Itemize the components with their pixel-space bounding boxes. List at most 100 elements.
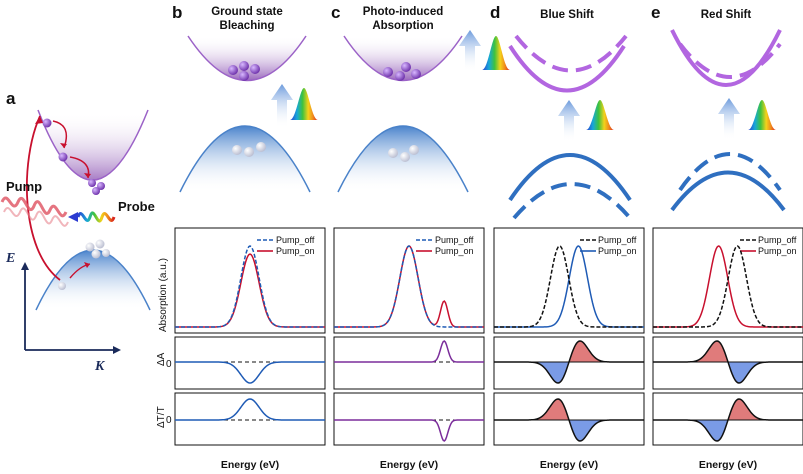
panel-e-schematic bbox=[670, 29, 786, 212]
pump-arrow bbox=[25, 115, 61, 281]
legend-e: Pump_off Pump_on bbox=[740, 235, 797, 256]
hole-c2 bbox=[400, 152, 410, 162]
probe-wave bbox=[76, 211, 116, 223]
dtt-d-neg-fill bbox=[494, 420, 644, 441]
electron-c2 bbox=[395, 71, 405, 81]
hole-a2 bbox=[95, 239, 105, 249]
svg-text:Pump_off: Pump_off bbox=[598, 235, 637, 245]
abs-d-pump-on bbox=[494, 245, 644, 328]
dtt-b-curve bbox=[175, 398, 325, 421]
y-label-zero-a: 0 bbox=[166, 359, 172, 370]
da-d-curve bbox=[494, 340, 644, 384]
electron-c4 bbox=[411, 69, 421, 79]
panel-d-schematic bbox=[508, 34, 632, 220]
y-label-delta-a: ΔA bbox=[156, 352, 167, 366]
hole-a4 bbox=[102, 249, 110, 257]
spectrum-e bbox=[748, 100, 776, 130]
da-b-curve bbox=[175, 361, 325, 384]
abs-d-pump-off bbox=[494, 245, 644, 328]
electron-a1 bbox=[42, 118, 52, 128]
vb-e-dashed bbox=[678, 152, 782, 192]
y-label-zero-tt: 0 bbox=[166, 415, 172, 426]
panel-label-b: b bbox=[172, 3, 182, 22]
spectrum-b bbox=[290, 88, 318, 120]
da-c-curve bbox=[334, 340, 484, 363]
x-label-c: Energy (eV) bbox=[380, 459, 438, 471]
panel-c-schematic bbox=[337, 30, 510, 193]
electron-b3 bbox=[250, 64, 260, 74]
valence-band-b bbox=[179, 125, 311, 193]
x-label-b: Energy (eV) bbox=[221, 459, 279, 471]
da-d-neg-fill bbox=[494, 362, 644, 383]
y-label-delta-tt: ΔT/T bbox=[156, 406, 167, 428]
electron-c1 bbox=[383, 67, 393, 77]
hole-a3 bbox=[91, 249, 101, 259]
spectrum-d bbox=[586, 100, 614, 130]
panel-label-a: a bbox=[6, 89, 16, 108]
da-e-pos-fill bbox=[653, 341, 803, 362]
x-label-e: Energy (eV) bbox=[699, 459, 757, 471]
hole-b3 bbox=[256, 142, 266, 152]
conduction-band-c bbox=[343, 35, 463, 82]
panel-a-schematic: Pump Probe E K bbox=[0, 109, 155, 374]
abs-b-pump-off bbox=[175, 245, 325, 328]
da-e-curve bbox=[653, 340, 803, 384]
dtt-e-pos-fill bbox=[653, 399, 803, 420]
dtt-e-curve bbox=[653, 398, 803, 442]
electron-a3 bbox=[88, 179, 96, 187]
title-e: Red Shift bbox=[701, 9, 752, 21]
vb-d-solid bbox=[508, 153, 632, 202]
dtt-e-neg-fill bbox=[653, 420, 803, 441]
electron-c3 bbox=[401, 62, 411, 72]
svg-text:Pump_off: Pump_off bbox=[435, 235, 474, 245]
plot-frames bbox=[174, 227, 803, 446]
dtt-d-pos-fill bbox=[494, 399, 644, 420]
vb-e-solid bbox=[670, 170, 786, 212]
title-b-line1: Ground state bbox=[211, 6, 283, 18]
title-d: Blue Shift bbox=[540, 9, 594, 21]
panel-label-d: d bbox=[490, 3, 500, 22]
cb-d-solid bbox=[508, 44, 626, 93]
svg-text:Pump_on: Pump_on bbox=[276, 246, 315, 256]
plot-curves bbox=[175, 245, 803, 442]
probe-arrow-c bbox=[459, 30, 481, 72]
abs-e-pump-on bbox=[653, 245, 803, 328]
svg-text:Pump_off: Pump_off bbox=[276, 235, 315, 245]
da-d-pos-fill bbox=[494, 341, 644, 362]
legend-b: Pump_off Pump_on bbox=[257, 235, 315, 256]
probe-arrowhead bbox=[68, 212, 78, 222]
y-label-absorption: Absorption (a.u.) bbox=[158, 258, 169, 332]
hole-b2 bbox=[244, 147, 254, 157]
svg-text:Pump_on: Pump_on bbox=[598, 246, 637, 256]
electron-a5 bbox=[92, 187, 100, 195]
panel-label-e: e bbox=[651, 3, 660, 22]
probe-arrow-b bbox=[271, 84, 293, 128]
da-e-neg-fill bbox=[653, 362, 803, 383]
title-c-line2: Absorption bbox=[372, 20, 433, 32]
dtt-c-curve bbox=[334, 419, 484, 442]
electron-b4 bbox=[239, 71, 249, 81]
spectrum-c bbox=[482, 36, 510, 70]
probe-label: Probe bbox=[118, 199, 155, 214]
electron-a2 bbox=[58, 152, 68, 162]
legend-c: Pump_off Pump_on bbox=[416, 235, 474, 256]
hole-a1 bbox=[85, 242, 95, 252]
electron-b1 bbox=[228, 65, 238, 75]
panel-label-c: c bbox=[331, 3, 340, 22]
hole-b1 bbox=[232, 145, 242, 155]
svg-text:Pump_on: Pump_on bbox=[758, 246, 797, 256]
k-axis-label: K bbox=[94, 359, 106, 374]
hole-c1 bbox=[388, 148, 398, 158]
panel-b-schematic bbox=[179, 35, 318, 193]
legend-d: Pump_off Pump_on bbox=[580, 235, 637, 256]
title-b-line2: Bleaching bbox=[220, 20, 275, 32]
svg-text:Pump_off: Pump_off bbox=[758, 235, 797, 245]
electron-b2 bbox=[239, 61, 249, 71]
abs-e-pump-off bbox=[653, 245, 803, 328]
cb-e-dashed bbox=[678, 42, 782, 79]
probe-arrow-d bbox=[558, 100, 580, 142]
abs-c-pump-on bbox=[334, 245, 484, 328]
vb-d-dashed bbox=[512, 182, 632, 220]
pump-wave bbox=[0, 196, 68, 218]
